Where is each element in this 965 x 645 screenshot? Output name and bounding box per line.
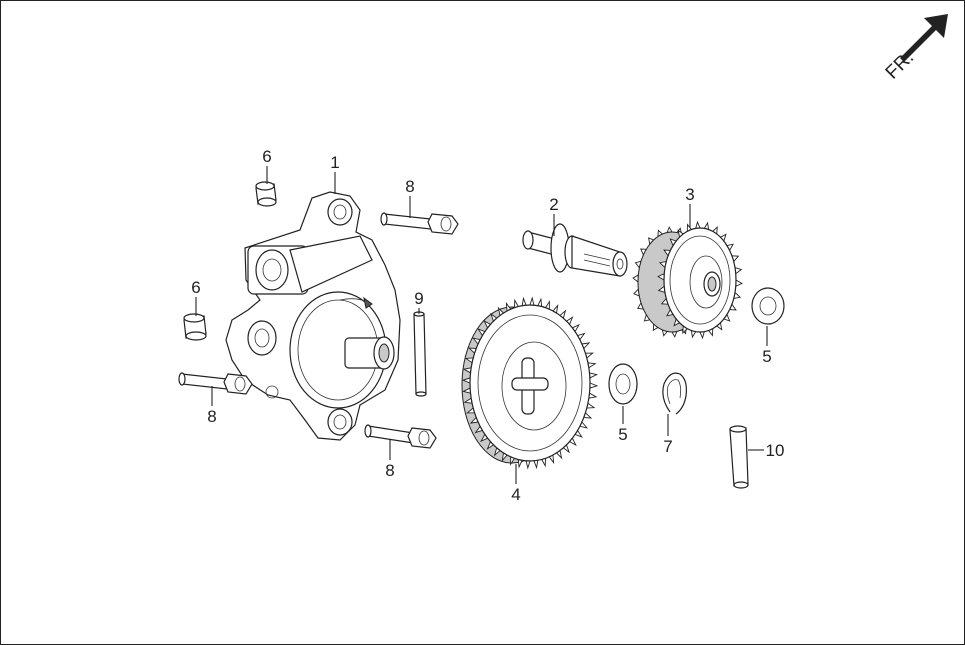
callout-labels: 1 2 3 4 5 5 6 6 7 8 8 8 9 10 <box>191 147 784 504</box>
callout-part-8-upper: 8 <box>405 177 414 196</box>
gear-3-teeth <box>657 220 743 340</box>
oil-pump-body <box>225 191 401 441</box>
flange-bolt-lower <box>364 424 437 449</box>
pump-drive-gear <box>632 220 743 340</box>
long-pin <box>413 311 427 397</box>
callout-part-5-middle: 5 <box>618 425 627 444</box>
front-arrow-icon <box>900 14 948 62</box>
callout-part-2: 2 <box>549 195 558 214</box>
callout-part-8-lower: 8 <box>385 461 394 480</box>
callout-part-8-left: 8 <box>207 407 216 426</box>
callout-part-5-right: 5 <box>762 347 771 366</box>
callout-part-1: 1 <box>330 153 339 172</box>
callout-part-7: 7 <box>663 437 672 456</box>
callout-part-3: 3 <box>685 185 694 204</box>
dowel-pin-lower <box>183 313 207 341</box>
flange-bolt-upper <box>380 212 459 235</box>
washer-right <box>751 287 785 325</box>
callout-part-6-lower: 6 <box>191 278 200 297</box>
callout-part-10: 10 <box>766 441 785 460</box>
flange-bolt-left <box>178 372 253 395</box>
driven-sprocket-gear <box>461 296 599 470</box>
dowel-pin-upper <box>255 181 277 207</box>
callout-part-9: 9 <box>414 289 423 308</box>
callout-part-4: 4 <box>511 485 520 504</box>
front-direction-indicator: FR. <box>882 14 948 84</box>
callout-part-6-upper: 6 <box>262 147 271 166</box>
pump-shaft <box>522 223 628 277</box>
dowel-pin-10 <box>729 425 749 489</box>
washer-middle <box>608 363 638 405</box>
leader-lines <box>195 166 768 484</box>
snap-ring <box>662 372 687 415</box>
